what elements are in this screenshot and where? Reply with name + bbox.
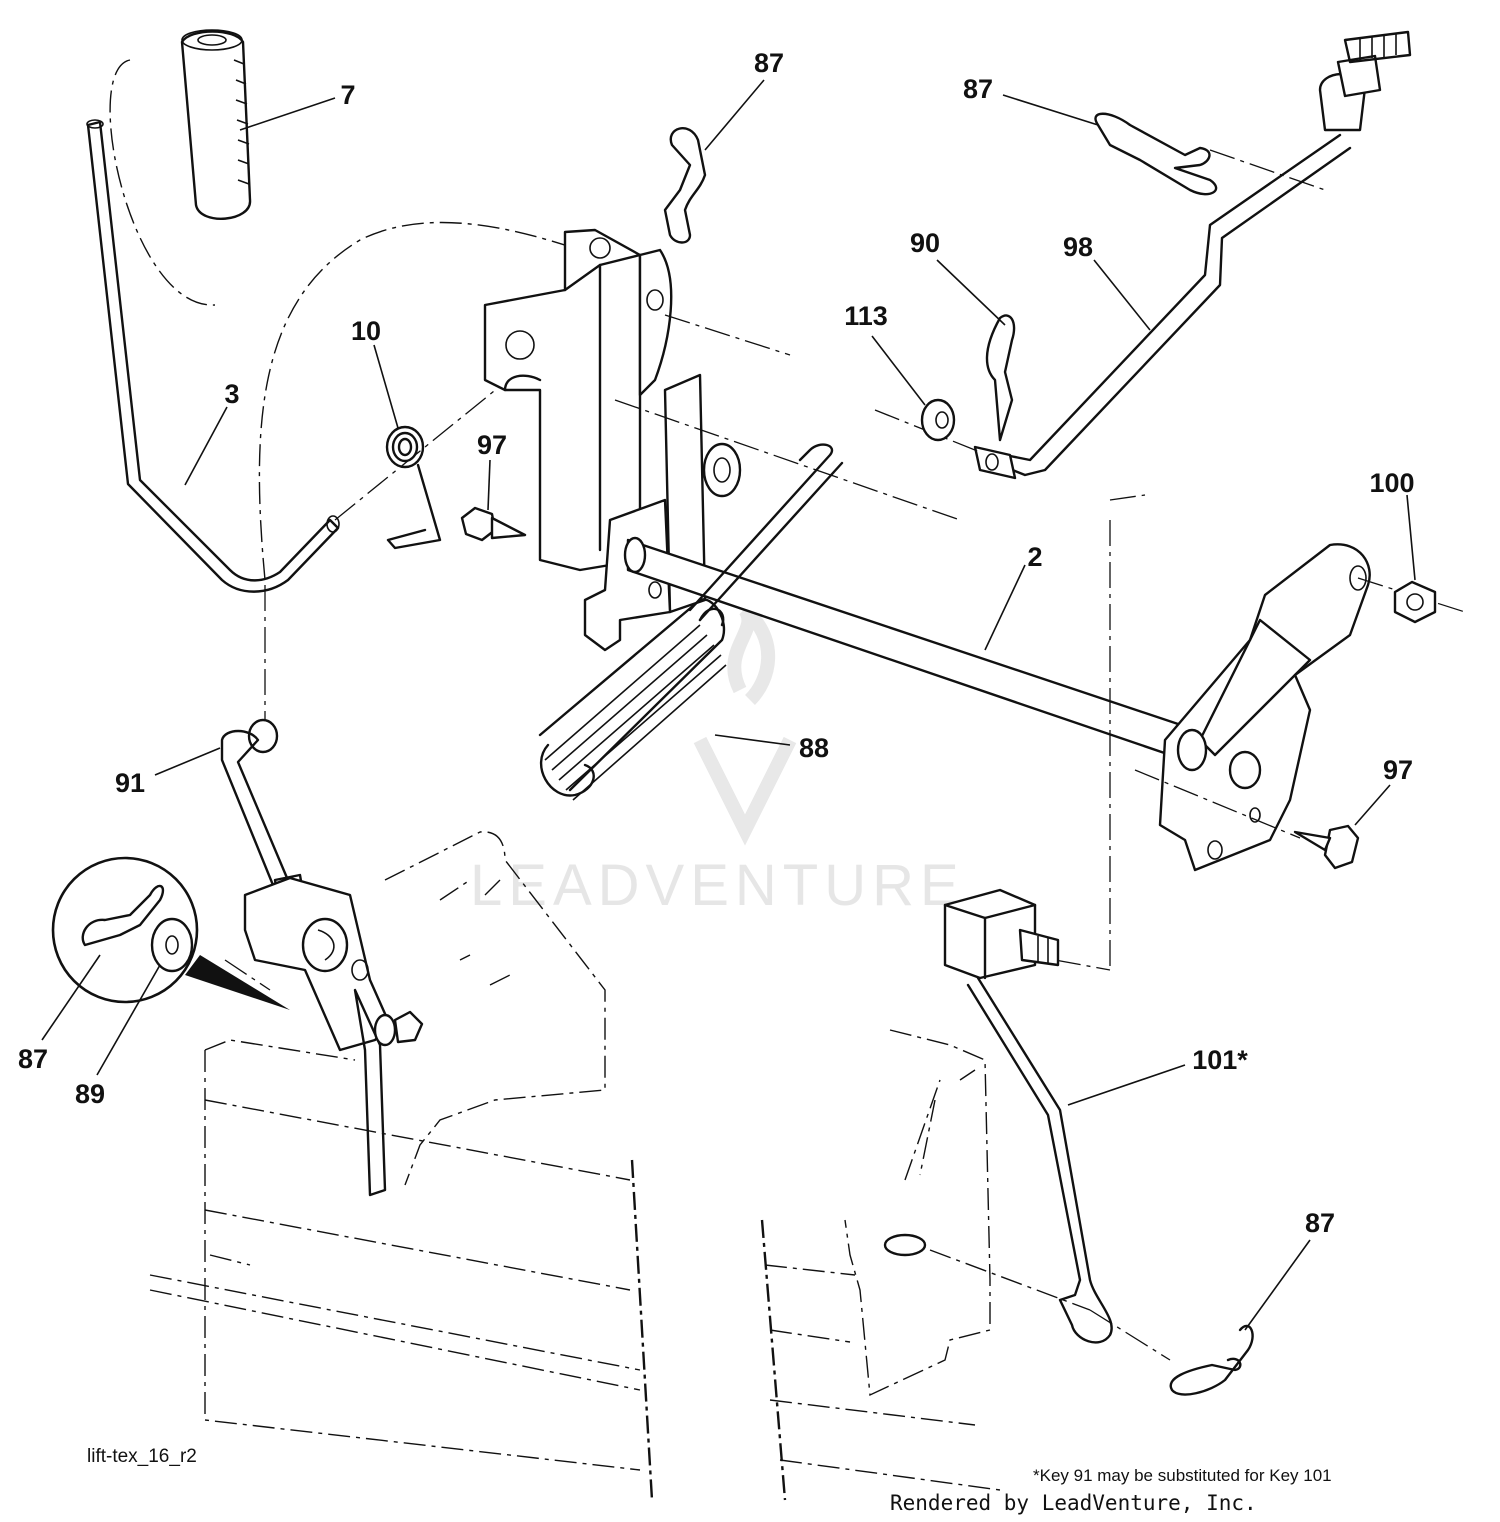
callout-91: 91	[115, 768, 145, 798]
frame-bracket	[483, 228, 673, 572]
substitution-note: *Key 91 may be substituted for Key 101	[1033, 1466, 1332, 1485]
callout-90: 90	[910, 228, 940, 258]
part-87-clip-link	[1094, 112, 1218, 196]
part-87-clip-top	[663, 127, 707, 244]
trunnion-axis	[1054, 959, 1111, 971]
callout-87-detail: 87	[18, 1044, 48, 1074]
pin-axis	[614, 399, 961, 521]
part-7-handle-grip	[180, 29, 252, 220]
callout-labels: 7 3 10 87 87 90 98 113 97 2 100 88 97 91…	[18, 48, 1415, 1238]
left-deck-bracket	[243, 876, 424, 1197]
callout-101: 101*	[1192, 1045, 1248, 1075]
part-98-lift-link	[973, 30, 1412, 480]
pivot-bracket	[583, 373, 742, 652]
callout-89: 89	[75, 1079, 105, 1109]
arm-vertical-axis	[1109, 494, 1146, 970]
lever-path	[258, 221, 581, 581]
callout-100: 100	[1369, 468, 1414, 498]
arm-bolt-axis	[1134, 769, 1301, 839]
callout-88: 88	[799, 733, 829, 763]
callout-2: 2	[1027, 542, 1042, 572]
part-101-trunnion-link	[943, 888, 1113, 1344]
callout-98: 98	[1063, 232, 1093, 262]
left-mount-holes	[439, 879, 511, 986]
part-87-clip-bottom	[1169, 1324, 1254, 1396]
watermark-logo	[693, 604, 797, 846]
spring-axis	[334, 369, 521, 521]
wire-link	[688, 443, 834, 612]
part-113-washer	[920, 398, 956, 442]
detail-axis	[224, 959, 271, 991]
callout-3: 3	[224, 379, 239, 409]
callout-97-left: 97	[477, 430, 507, 460]
callout-87-top: 87	[754, 48, 784, 78]
right-lift-arm	[1158, 543, 1371, 872]
bottom-clip-axis	[1089, 1309, 1171, 1361]
leader-lines	[41, 79, 1416, 1331]
left-deck-mount-ghost	[384, 831, 606, 1186]
watermark-text: LEADVENTURE	[470, 853, 965, 918]
bracket-axis	[664, 314, 791, 356]
part-97-bolt-left	[460, 506, 527, 542]
drawing-id: lift-tex_16_r2	[87, 1446, 197, 1467]
wire-link-edge	[698, 461, 844, 622]
part-3-lift-lever	[86, 119, 340, 593]
callout-10: 10	[351, 316, 381, 346]
part-97-bolt-right	[1293, 824, 1360, 870]
part-100-nut	[1393, 580, 1437, 624]
callout-87-clip: 87	[963, 74, 993, 104]
callout-97-right: 97	[1383, 755, 1413, 785]
left-deck-ghost	[149, 1039, 654, 1501]
part-88-extension-spring	[538, 598, 727, 801]
link-clip-axis	[1209, 149, 1326, 191]
callout-113: 113	[844, 301, 888, 331]
render-credit: Rendered by LeadVenture, Inc.	[890, 1491, 1257, 1515]
part-10-torsion-spring	[385, 425, 442, 550]
detail-circle	[51, 856, 290, 1010]
watermark: LEADVENTURE	[470, 604, 965, 918]
part-90-hairpin	[985, 314, 1016, 442]
callout-7: 7	[340, 80, 355, 110]
callout-87-bottom: 87	[1305, 1208, 1335, 1238]
right-deck-ghost	[760, 1029, 1091, 1501]
